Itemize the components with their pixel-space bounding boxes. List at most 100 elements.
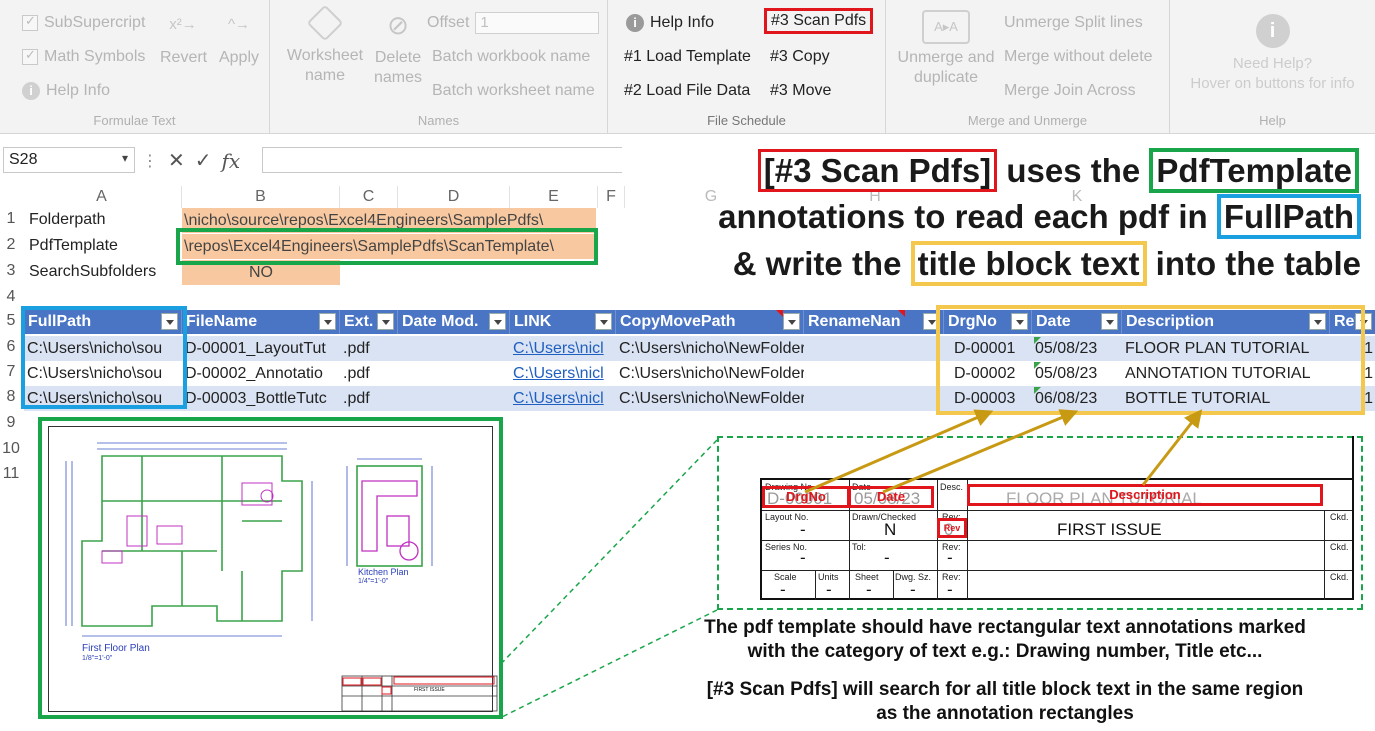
col-header-k[interactable]: K [1071, 188, 1083, 205]
table-cell-fullpath[interactable]: C:\Users\nicho\sou [24, 336, 182, 361]
table-cell-link[interactable]: C:\Users\nicl [510, 361, 616, 386]
table-cell-date[interactable]: 05/08/23 [1032, 361, 1122, 386]
subsupercript-checkbox[interactable]: SubSupercript [22, 13, 145, 32]
math-symbols-checkbox[interactable]: Math Symbols [22, 47, 145, 66]
enter-icon[interactable]: ✓ [194, 150, 212, 172]
col-header-a[interactable]: A [22, 186, 182, 208]
table-cell-drgno[interactable]: D-00002 [944, 361, 1032, 386]
worksheet-name-button[interactable]: Worksheet name [286, 4, 364, 86]
table-cell-description[interactable]: ANNOTATION TUTORIAL [1122, 361, 1330, 386]
row-header-3[interactable]: 3 [6, 262, 16, 279]
unmerge-duplicate-button[interactable]: A▸A Unmerge and duplicate [894, 10, 998, 88]
table-cell-link[interactable]: C:\Users\nicl [510, 336, 616, 361]
pdftemplate-label[interactable]: PdfTemplate [29, 237, 118, 254]
row-header-5[interactable]: 5 [6, 312, 16, 329]
table-cell-copymovepath[interactable]: C:\Users\nicho\NewFolder [616, 386, 804, 411]
filter-dropdown-icon[interactable] [161, 313, 178, 330]
col-header-f[interactable]: F [598, 186, 625, 208]
table-cell-copymovepath[interactable]: C:\Users\nicho\NewFolder [616, 336, 804, 361]
filter-dropdown-icon[interactable] [1101, 313, 1118, 330]
row-header-10[interactable]: 10 [2, 440, 20, 457]
scan-pdfs-button[interactable]: #3 Scan Pdfs [764, 8, 874, 34]
col-header-e[interactable]: E [510, 186, 598, 208]
load-template-button[interactable]: #1 Load Template [624, 48, 751, 65]
row-header-9[interactable]: 9 [6, 414, 16, 431]
filter-dropdown-icon[interactable] [377, 313, 394, 330]
col-header-c[interactable]: C [340, 186, 398, 208]
delete-names-button[interactable]: ⊘ Delete names [373, 10, 423, 86]
unmerge-split-lines-button[interactable]: Unmerge Split lines [1004, 14, 1143, 31]
col-header-g[interactable]: G [704, 188, 718, 205]
revert-button[interactable]: x²→ Revert [160, 10, 207, 68]
move-button[interactable]: #3 Move [770, 82, 832, 99]
copy-button[interactable]: #3 Copy [770, 48, 830, 65]
table-cell-rev[interactable]: 1 [1330, 386, 1375, 411]
table-cell-filename[interactable]: D-00001_LayoutTut [182, 336, 340, 361]
table-cell-date-mod[interactable] [398, 336, 510, 361]
table-cell-date-mod[interactable] [398, 361, 510, 386]
row-header-4[interactable]: 4 [6, 288, 16, 305]
table-cell-link[interactable]: C:\Users\nicl [510, 386, 616, 411]
th-link[interactable]: LINK [510, 310, 616, 334]
th-renamename[interactable]: RenameNan [804, 310, 944, 334]
apply-button[interactable]: ^→ Apply [216, 10, 262, 68]
row-header-1[interactable]: 1 [6, 210, 16, 227]
help-button[interactable]: i Need Help? Hover on buttons for info [1170, 14, 1375, 94]
filter-dropdown-icon[interactable] [489, 313, 506, 330]
table-cell-description[interactable]: FLOOR PLAN TUTORIAL [1122, 336, 1330, 361]
table-cell-drgno[interactable]: D-00003 [944, 386, 1032, 411]
table-cell-filename[interactable]: D-00002_Annotatio [182, 361, 340, 386]
table-cell-filename[interactable]: D-00003_BottleTutc [182, 386, 340, 411]
table-cell-ext[interactable]: .pdf [340, 361, 398, 386]
load-file-data-button[interactable]: #2 Load File Data [624, 82, 751, 99]
table-cell-fullpath[interactable]: C:\Users\nicho\sou [24, 361, 182, 386]
searchsubfolders-label[interactable]: SearchSubfolders [29, 263, 157, 280]
table-cell-ext[interactable]: .pdf [340, 336, 398, 361]
filter-dropdown-icon[interactable] [319, 313, 336, 330]
table-cell-rev[interactable]: 1 [1330, 361, 1375, 386]
row-header-2[interactable]: 2 [6, 236, 16, 253]
table-cell-drgno[interactable]: D-00001 [944, 336, 1032, 361]
col-header-h[interactable]: H [869, 188, 881, 205]
folderpath-label[interactable]: Folderpath [29, 211, 106, 228]
file-schedule-help-info-button[interactable]: i Help Info [626, 14, 714, 32]
row-header-11[interactable]: 11 [2, 465, 20, 482]
formulae-help-info-button[interactable]: i Help Info [22, 82, 110, 100]
formula-input[interactable] [262, 147, 622, 173]
filter-dropdown-icon[interactable] [1309, 313, 1326, 330]
table-cell-description[interactable]: BOTTLE TUTORIAL [1122, 386, 1330, 411]
table-cell-ext[interactable]: .pdf [340, 386, 398, 411]
th-copymovepath[interactable]: CopyMovePath [616, 310, 804, 334]
filter-dropdown-icon[interactable] [595, 313, 612, 330]
th-date-mod[interactable]: Date Mod. [398, 310, 510, 334]
name-box[interactable]: S28 ▾ [3, 147, 135, 173]
table-cell-date[interactable]: 06/08/23 [1032, 386, 1122, 411]
table-cell-date-mod[interactable] [398, 386, 510, 411]
table-cell-renamename[interactable] [804, 336, 944, 361]
row-header-8[interactable]: 8 [6, 388, 16, 405]
offset-input[interactable]: 1 [475, 12, 600, 34]
th-date[interactable]: Date [1032, 310, 1122, 334]
th-drgno[interactable]: DrgNo [944, 310, 1032, 334]
col-header-d[interactable]: D [398, 186, 510, 208]
table-cell-date[interactable]: 05/08/23 [1032, 336, 1122, 361]
pdftemplate-value[interactable]: \repos\Excel4Engineers\SamplePdfs\ScanTe… [182, 234, 596, 259]
row-header-7[interactable]: 7 [6, 363, 16, 380]
th-description[interactable]: Description [1122, 310, 1330, 334]
insert-function-icon[interactable]: fx [221, 148, 241, 173]
cancel-icon[interactable]: ✕ [168, 150, 185, 172]
col-header-b[interactable]: B [182, 186, 340, 208]
th-fullpath[interactable]: FullPath [24, 310, 182, 334]
table-cell-renamename[interactable] [804, 361, 944, 386]
th-filename[interactable]: FileName [182, 310, 340, 334]
table-cell-rev[interactable]: 1 [1330, 336, 1375, 361]
th-ext[interactable]: Ext. [340, 310, 398, 334]
filter-dropdown-icon[interactable] [1011, 313, 1028, 330]
table-cell-copymovepath[interactable]: C:\Users\nicho\NewFolder [616, 361, 804, 386]
row-header-6[interactable]: 6 [6, 338, 16, 355]
batch-workbook-name-button[interactable]: Batch workbook name [432, 48, 591, 65]
batch-worksheet-name-button[interactable]: Batch worksheet name [432, 82, 595, 99]
merge-without-delete-button[interactable]: Merge without delete [1004, 48, 1153, 65]
table-cell-renamename[interactable] [804, 386, 944, 411]
filter-dropdown-icon[interactable] [783, 313, 800, 330]
